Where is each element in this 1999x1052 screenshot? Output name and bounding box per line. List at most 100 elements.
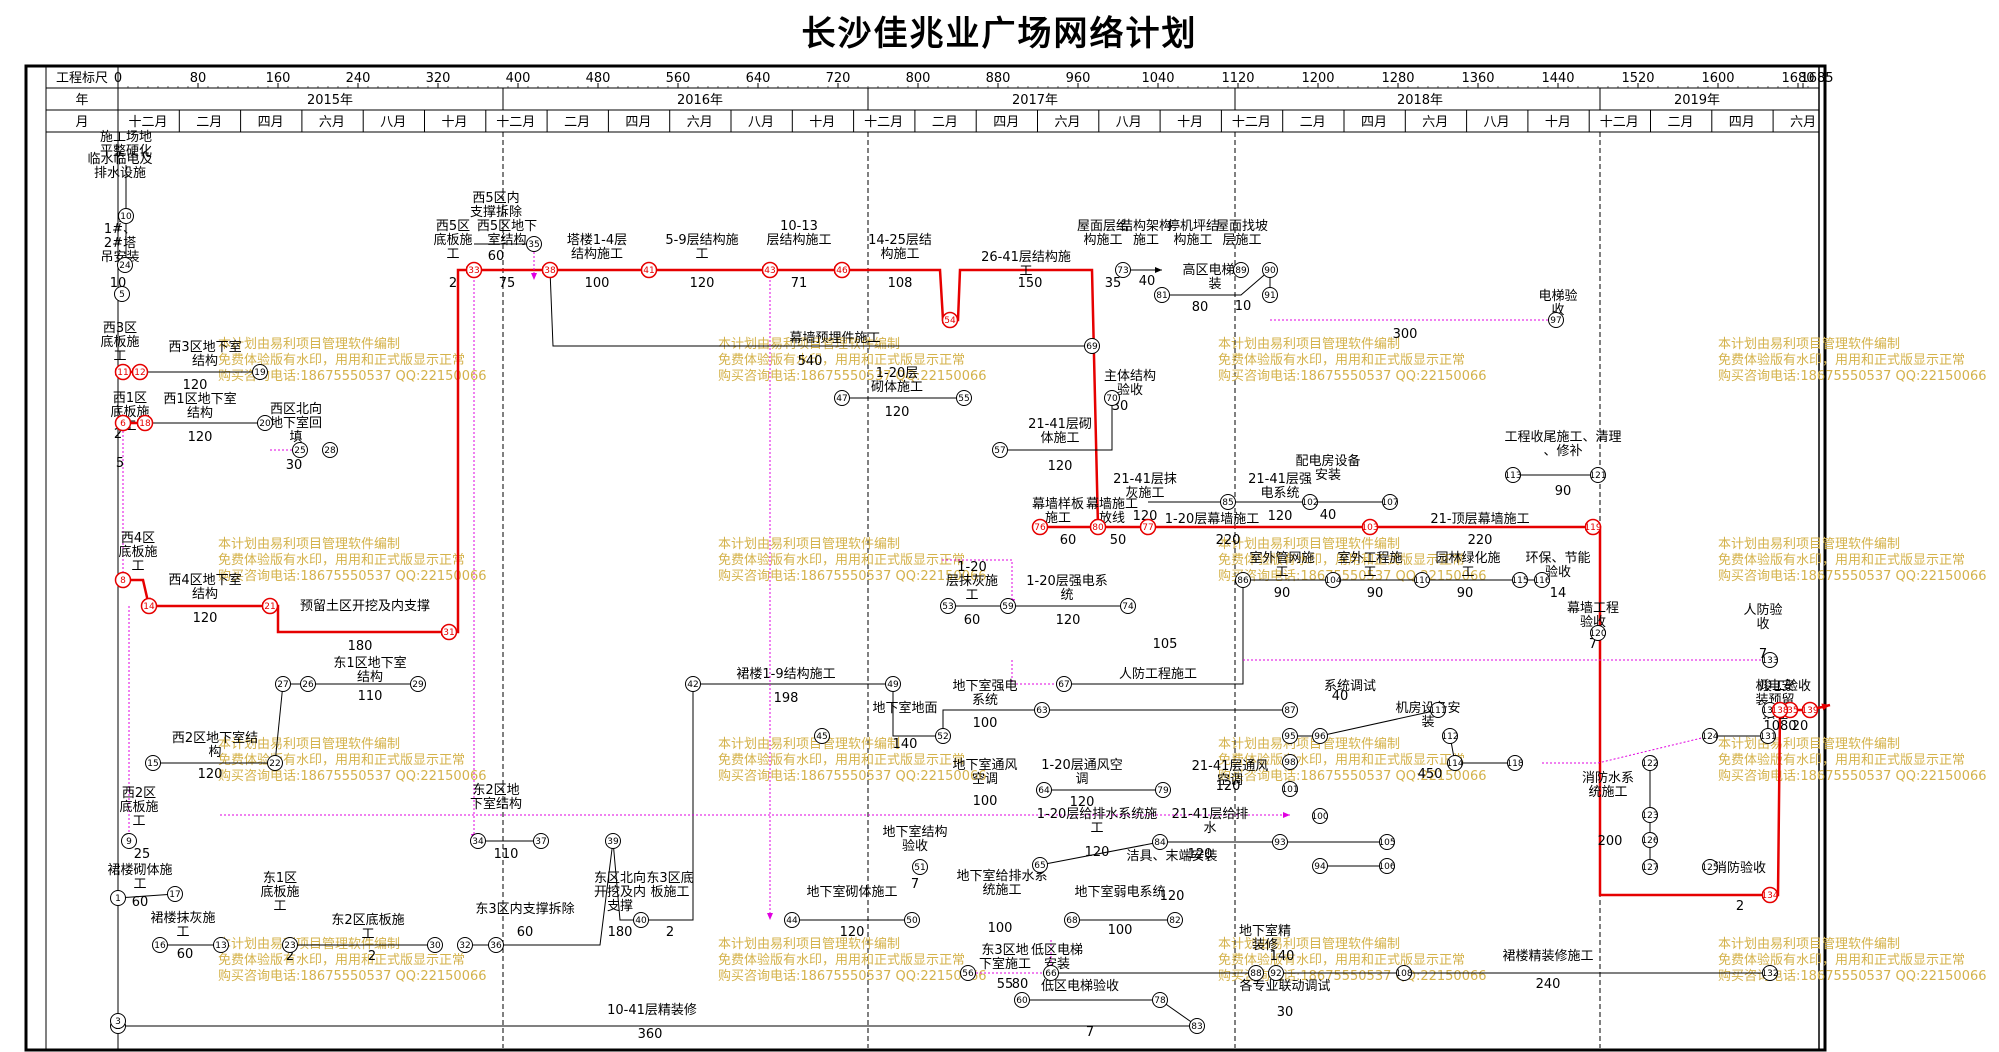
activity-duration: 120: [1188, 847, 1213, 862]
svg-text:17: 17: [169, 890, 180, 900]
activity-duration: 120: [1216, 779, 1241, 794]
activity-label: 塔楼1-4层: [567, 233, 627, 248]
activity-arrow: [942, 707, 1042, 736]
month-label: 四月: [1361, 115, 1387, 130]
activity-label: 幕墙样板: [1032, 497, 1084, 512]
svg-text:44: 44: [786, 916, 798, 926]
event-node: 91: [1262, 287, 1278, 303]
event-node: 24: [117, 257, 133, 273]
event-node: 79: [1155, 782, 1171, 798]
watermark-text: 购买咨询电话:18675550537 QQ:22150066: [1218, 368, 1487, 384]
activity-label: 砌体施工: [871, 380, 923, 395]
svg-text:79: 79: [1157, 786, 1169, 796]
event-node: 76: [1031, 518, 1049, 536]
event-node: 86: [1235, 572, 1251, 588]
svg-text:137: 137: [1761, 706, 1778, 716]
activity-label: 临水临电及: [87, 152, 152, 167]
month-label: 六月: [1790, 115, 1816, 130]
event-node: 96: [1312, 728, 1328, 744]
svg-text:51: 51: [914, 863, 925, 873]
svg-text:84: 84: [1154, 838, 1166, 848]
svg-text:87: 87: [1284, 706, 1295, 716]
svg-text:92: 92: [1270, 969, 1281, 979]
event-node: 113: [1504, 467, 1522, 483]
svg-text:50: 50: [906, 916, 918, 926]
event-node: 54: [941, 311, 959, 329]
activity-label: 10-41层精装修: [607, 1003, 697, 1018]
event-node: 66: [1043, 965, 1059, 981]
activity-label: 裙楼砌体施: [107, 863, 172, 878]
svg-text:13: 13: [215, 941, 226, 951]
event-node: 15: [145, 755, 161, 771]
event-node: 106: [1378, 858, 1396, 874]
watermark-text: 购买咨询电话:18675550537 QQ:22150066: [1718, 568, 1987, 584]
watermark-text: 本计划由易利项目管理软件编制: [1218, 537, 1400, 552]
watermark-text: 本计划由易利项目管理软件编制: [1718, 537, 1900, 552]
month-label: 六月: [1054, 115, 1080, 130]
svg-text:6: 6: [120, 419, 126, 429]
event-node: 23: [282, 937, 298, 953]
watermark-text: 购买咨询电话:18675550537 QQ:22150066: [1218, 568, 1487, 584]
activity-label: 下室结构: [470, 796, 522, 812]
month-label: 六月: [319, 115, 345, 130]
activity-label: 工: [132, 814, 145, 829]
event-node: 10: [118, 208, 134, 224]
event-node: 124: [1701, 728, 1719, 744]
activity-label: 西3区地下室: [168, 339, 241, 355]
activity-duration: 200: [1598, 834, 1623, 849]
activity-duration: 120: [885, 405, 910, 420]
scale-tick-label: 1680: [1781, 71, 1814, 86]
event-node: 139: [1801, 701, 1819, 719]
event-node: 57: [992, 442, 1008, 458]
month-label: 十月: [809, 115, 835, 130]
activity-label: 园林绿化施: [1435, 551, 1500, 566]
svg-text:81: 81: [1156, 291, 1167, 301]
activity-label: 地下室回: [270, 415, 322, 431]
header-month-label: 月: [75, 115, 88, 130]
activity-label: 1-20层通风空: [1041, 758, 1123, 773]
activity-label: 底板施: [118, 544, 157, 560]
svg-text:56: 56: [962, 969, 974, 979]
month-label: 八月: [748, 115, 774, 130]
activity-label: 装修: [1252, 938, 1278, 953]
svg-text:69: 69: [1086, 342, 1098, 352]
watermark-text: 免费体验版有水印，用用和正式版显示正常: [718, 952, 965, 968]
activity-label: 空调: [972, 772, 998, 787]
watermark-text: 本计划由易利项目管理软件编制: [218, 537, 400, 552]
event-node: 67: [1056, 676, 1072, 692]
month-label: 二月: [196, 115, 222, 130]
event-node: 13: [213, 937, 229, 953]
svg-text:20: 20: [259, 419, 271, 429]
activity-label: 室外工程施: [1337, 550, 1402, 566]
month-label: 二月: [564, 115, 590, 130]
event-node: 39: [605, 833, 621, 849]
event-node: 73: [1115, 262, 1131, 278]
svg-text:28: 28: [324, 446, 336, 456]
event-node: 78: [1152, 992, 1168, 1008]
event-node: 60: [1014, 992, 1030, 1008]
event-node: 94: [1312, 858, 1328, 874]
activity-label: 收: [1756, 617, 1769, 632]
event-node: 121: [1589, 467, 1607, 483]
svg-text:106: 106: [1378, 862, 1395, 872]
event-node: 6: [114, 414, 132, 432]
svg-text:53: 53: [942, 602, 953, 612]
activity-label: 验收: [1117, 382, 1143, 398]
